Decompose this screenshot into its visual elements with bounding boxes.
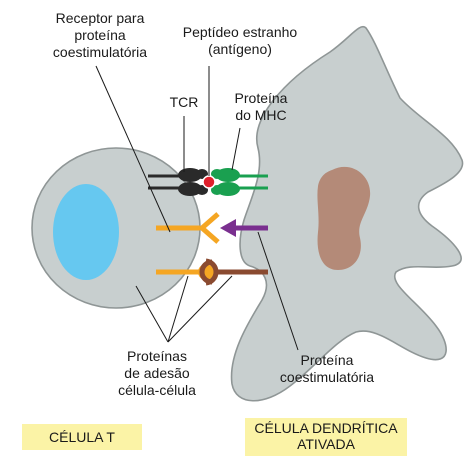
t-cell-nucleus — [53, 184, 119, 280]
t-cell-caption: CÉLULA T — [22, 424, 142, 450]
mhc-label: Proteína do MHC — [224, 90, 298, 124]
antigen-peptide — [203, 176, 215, 188]
tcr-label: TCR — [164, 94, 204, 111]
costim-protein-label: Proteína coestimulatória — [262, 352, 392, 386]
receptor-costim-label: Receptor para proteína coestimulatória — [30, 10, 170, 61]
dendritic-cell-caption: CÉLULA DENDRÍTICA ATIVADA — [245, 418, 407, 456]
peptide-label: Peptídeo estranho (antígeno) — [160, 24, 320, 58]
adhesion-label: Proteínas de adesão célula-célula — [92, 348, 222, 399]
